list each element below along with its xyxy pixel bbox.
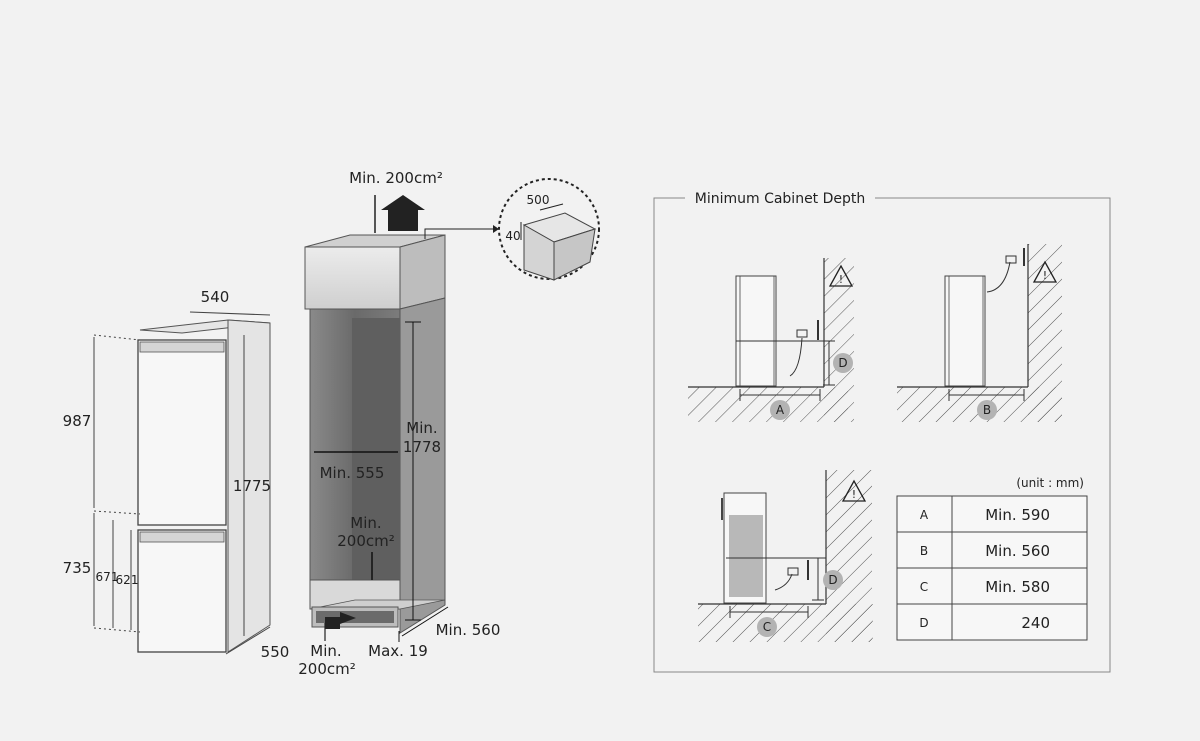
cabinet-depth-label: Min. 560 [436, 621, 501, 639]
mid-vent-label-2: 200cm² [337, 532, 395, 550]
fridge-drawing: 540 1775 987 735 671 621 550 [63, 288, 290, 661]
table-value-a: Min. 590 [985, 506, 1050, 524]
cabinet-drawing: Min. 200cm² Min. 555 Min. 1778 Min. 200c… [298, 169, 600, 678]
detail-depth-label: 40 [505, 229, 520, 243]
warning-icon-3: ! [852, 488, 856, 501]
top-vent-label: Min. 200cm² [349, 169, 443, 187]
unit-label: (unit : mm) [1016, 476, 1084, 490]
fridge-depth-line [225, 626, 271, 655]
fridge-depth-label: 550 [261, 643, 290, 661]
lower-height-label: 735 [63, 559, 92, 577]
depth-table: A Min. 590 B Min. 560 C Min. 580 D 240 [896, 495, 1088, 641]
marker-a: A [776, 403, 785, 417]
fridge-side [227, 319, 271, 653]
marker-b: B [983, 403, 991, 417]
inner-height-label-1: Min. [406, 419, 437, 437]
detail-width-label: 500 [527, 193, 550, 207]
marker-c: C [763, 620, 771, 634]
table-value-c: Min. 580 [985, 578, 1050, 596]
table-value-d: 240 [1021, 614, 1050, 632]
top-vent-arrow [381, 195, 425, 231]
upper-height-label: 987 [63, 412, 92, 430]
lower-b-label: 621 [116, 573, 139, 587]
table-key-a: A [920, 508, 929, 522]
fridge-lower-door [137, 529, 227, 653]
warning-icon-1: ! [839, 273, 843, 286]
depth-panel: Minimum Cabinet Depth A D ! [653, 191, 1111, 673]
lower-a-label: 671 [96, 570, 119, 584]
gap-label: Max. 19 [368, 642, 428, 660]
fridge-lower-handle [139, 531, 225, 543]
cabinet-side [399, 297, 446, 634]
mid-vent-label-1: Min. [350, 514, 381, 532]
fridge-height-label: 1775 [233, 477, 271, 495]
fridge-upper-door [137, 339, 227, 526]
table-key-c: C [920, 580, 928, 594]
fridge-upper-handle [139, 341, 225, 353]
scenario-a: A D ! [688, 258, 854, 422]
table-key-b: B [920, 544, 928, 558]
warning-icon-2: ! [1043, 269, 1047, 282]
table-value-b: Min. 560 [985, 542, 1050, 560]
depth-panel-title: Minimum Cabinet Depth [695, 191, 866, 207]
inner-height-label-2: 1778 [403, 438, 441, 456]
scenario-c: C D ! [698, 470, 873, 642]
inner-width-label: Min. 555 [320, 464, 385, 482]
bottom-vent-label-1: Min. [310, 642, 341, 660]
fridge-width-line [189, 311, 271, 316]
bottom-vent-label-2: 200cm² [298, 660, 356, 678]
scenario-b: B ! [897, 244, 1062, 422]
marker-d-1: D [838, 356, 847, 370]
marker-d-2: D [828, 573, 837, 587]
table-key-d: D [919, 616, 928, 630]
fridge-width-label: 540 [201, 288, 230, 306]
bottom-vent-arrow [325, 612, 356, 629]
cabinet-top-box [304, 246, 401, 310]
